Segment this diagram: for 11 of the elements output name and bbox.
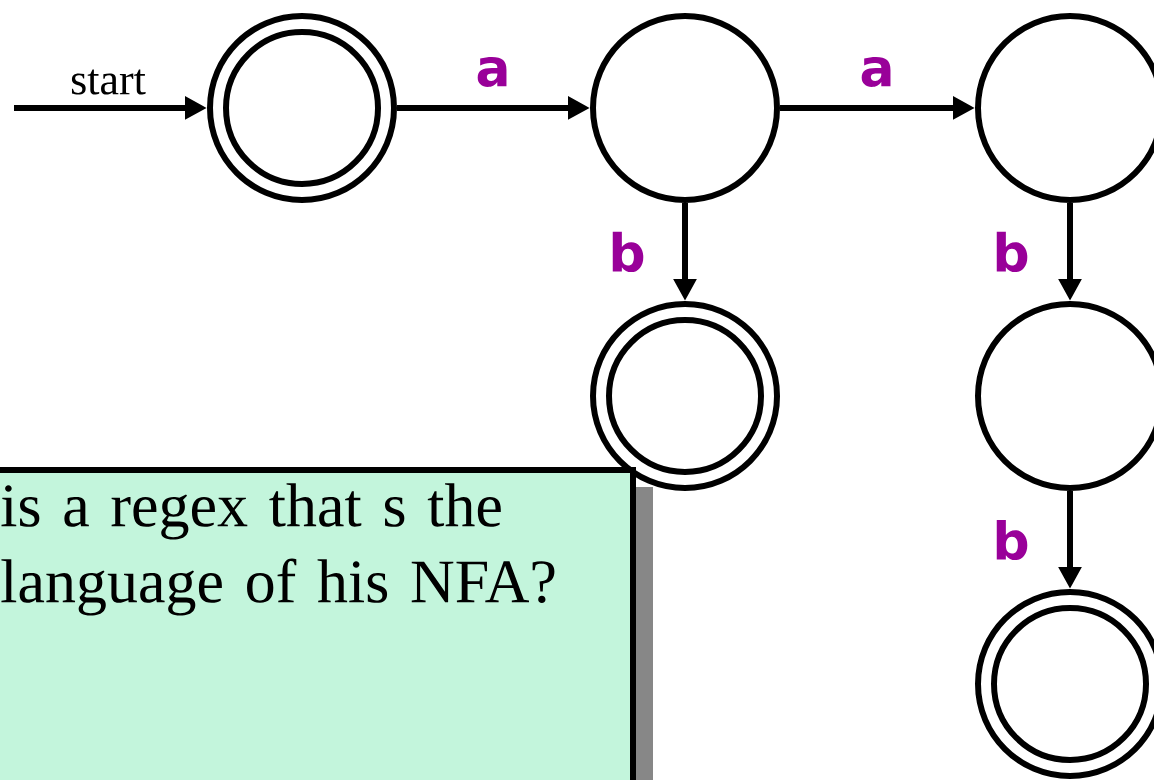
accepting-state-circle <box>975 589 1154 779</box>
accepting-state-circle <box>207 13 397 203</box>
question-box: is a regex that s the language of his NFA? <box>0 467 653 780</box>
accepting-state-circle <box>590 301 780 491</box>
edge-label: a <box>861 57 891 87</box>
edge-label: start <box>71 69 146 95</box>
edge-label: b <box>996 231 1028 273</box>
edge-label: b <box>996 519 1028 561</box>
state-circle <box>590 13 780 203</box>
edge-label: a <box>477 57 507 87</box>
edge-label: b <box>612 231 644 273</box>
